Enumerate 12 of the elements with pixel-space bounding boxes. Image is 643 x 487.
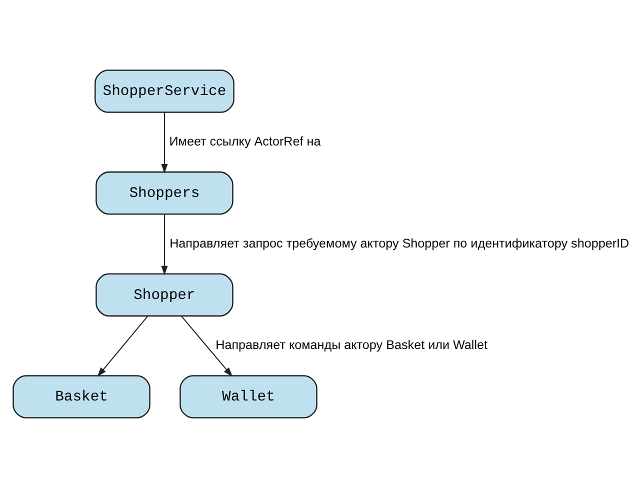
arrow [160, 214, 168, 275]
arrow [96, 315, 148, 376]
edge-label: Имеет ссылку ActorRef на [168, 134, 320, 148]
node-box: Shopper [95, 272, 233, 316]
arrow [160, 112, 168, 173]
edge-label: Направляет запрос требуемому актору Shopper по идентификатору shopperID [169, 236, 629, 250]
node-box: Shoppers [95, 170, 233, 214]
arrow [180, 315, 232, 376]
node-box: Wallet [179, 374, 317, 418]
node-box: Basket [12, 374, 150, 418]
node-box: ShopperService [94, 69, 234, 112]
edge-label: Направляет команды актору Basket или Wallet [215, 338, 488, 352]
